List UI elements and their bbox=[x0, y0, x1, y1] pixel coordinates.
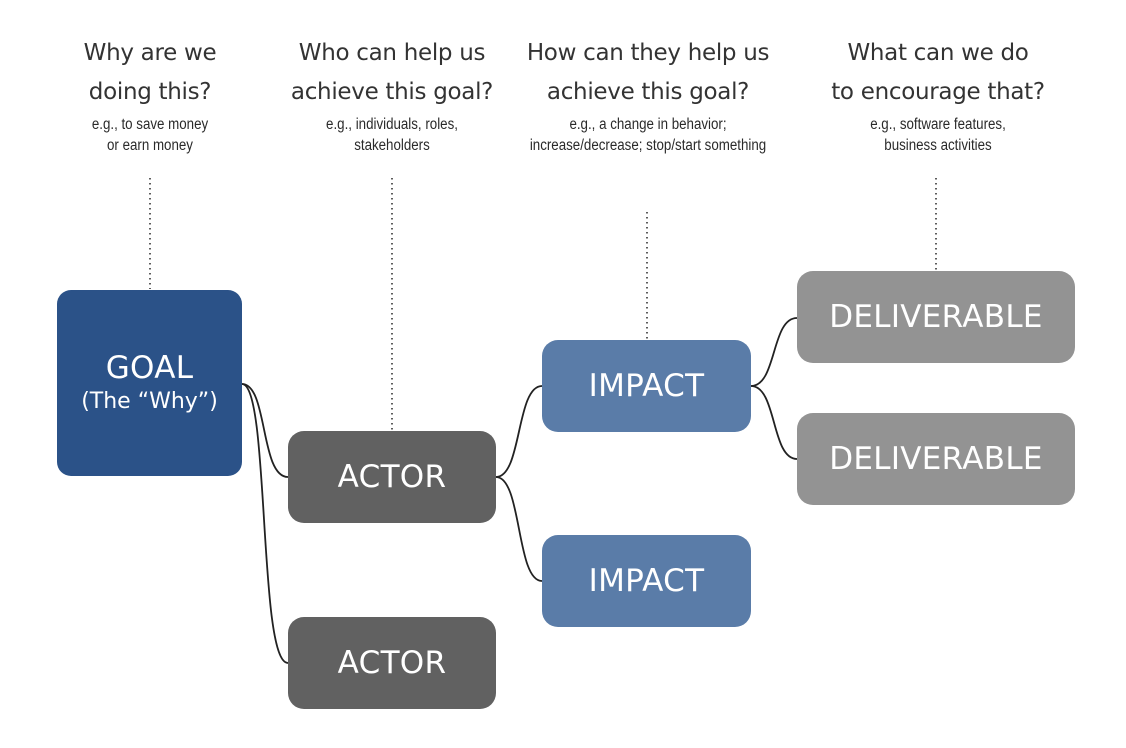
deliverable-node: DELIVERABLE bbox=[797, 413, 1075, 505]
goal-node: GOAL (The “Why”) bbox=[57, 290, 242, 476]
goal-sublabel: (The “Why”) bbox=[81, 389, 218, 414]
column-question: How can they help us achieve this goal? bbox=[526, 40, 770, 105]
actor-label: ACTOR bbox=[337, 645, 447, 681]
column-question: What can we do to encourage that? bbox=[831, 40, 1045, 105]
impact-node: IMPACT bbox=[542, 340, 751, 432]
column-example: e.g., individuals, roles, stakeholders bbox=[326, 116, 458, 154]
column-example: e.g., software features, business activi… bbox=[870, 116, 1006, 154]
column-example: e.g., to save money or earn money bbox=[91, 116, 209, 154]
impact-label: IMPACT bbox=[588, 368, 705, 404]
actor-node: ACTOR bbox=[288, 617, 496, 709]
connector-actor1-impact1 bbox=[495, 385, 543, 478]
column-header-why: Why are we doing this? e.g., to save mon… bbox=[50, 34, 250, 156]
connector-impact1-deliverable2 bbox=[750, 385, 798, 460]
actor-label: ACTOR bbox=[337, 459, 447, 495]
actor-node: ACTOR bbox=[288, 431, 496, 523]
connector-impact1-deliverable1 bbox=[750, 317, 798, 387]
goal-label: GOAL bbox=[105, 350, 194, 386]
deliverable-label: DELIVERABLE bbox=[829, 299, 1043, 335]
connector-goal-actor2 bbox=[241, 383, 289, 664]
column-question: Why are we doing this? bbox=[83, 40, 217, 105]
column-header-how: How can they help us achieve this goal? … bbox=[488, 34, 808, 156]
deliverable-node: DELIVERABLE bbox=[797, 271, 1075, 363]
column-example: e.g., a change in behavior; increase/dec… bbox=[529, 116, 767, 154]
column-question: Who can help us achieve this goal? bbox=[290, 40, 494, 105]
connector-actor1-impact2 bbox=[495, 476, 543, 582]
impact-node: IMPACT bbox=[542, 535, 751, 627]
impact-label: IMPACT bbox=[588, 563, 705, 599]
column-header-what: What can we do to encourage that? e.g., … bbox=[818, 34, 1058, 156]
connector-goal-actor1 bbox=[241, 383, 289, 478]
column-header-who: Who can help us achieve this goal? e.g.,… bbox=[272, 34, 512, 156]
deliverable-label: DELIVERABLE bbox=[829, 441, 1043, 477]
